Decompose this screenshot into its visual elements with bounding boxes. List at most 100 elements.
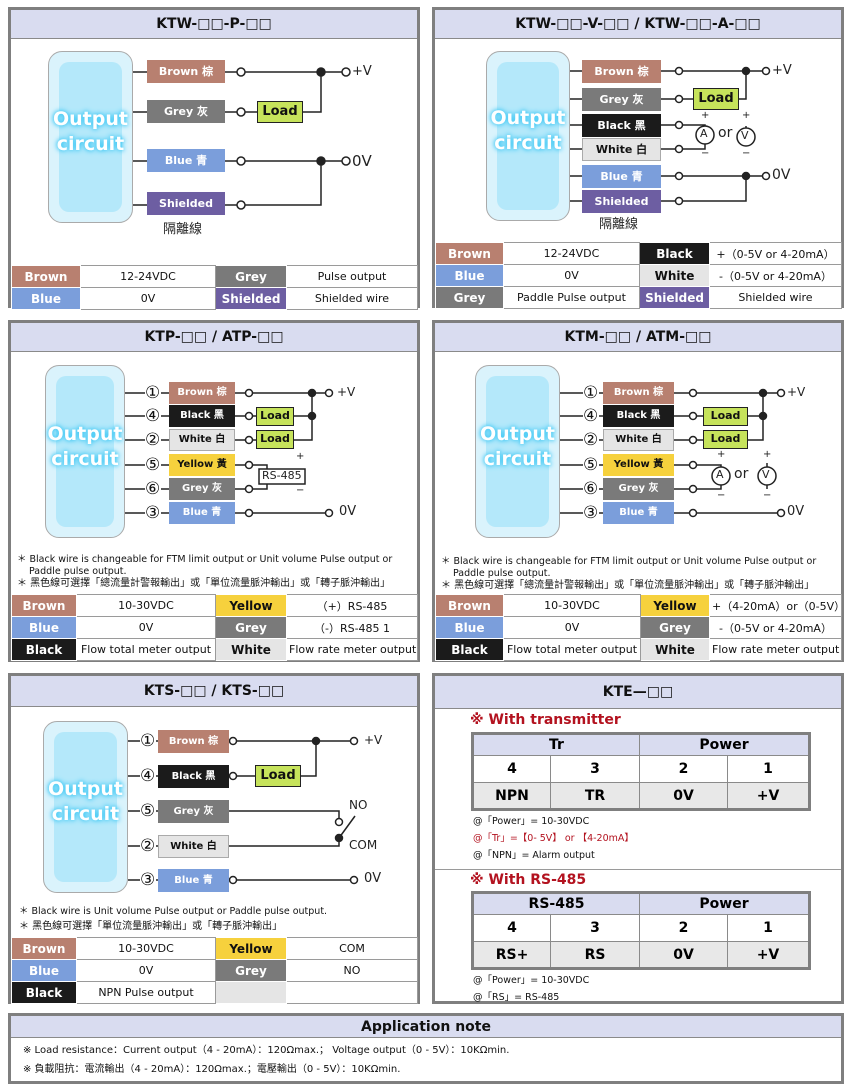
table-cell: 10-30VDC (76, 594, 216, 617)
wiring-lines (133, 67, 351, 210)
load-box: Load (703, 430, 748, 449)
zero-v-label: 0V (787, 504, 805, 519)
pin-cell: 1 (727, 914, 810, 942)
table-cell: Black (11, 981, 77, 1004)
note-line: ＊ 黑色線可選擇「總流量計警報輸出」或「單位流量脈沖輸出」或「轉子脈沖輸出」 (441, 580, 815, 591)
wire-black: Black 黑 (582, 114, 661, 137)
table-cell: 0V (503, 616, 641, 639)
table-cell: Grey (215, 959, 287, 982)
table-cell: （-）RS-485 1 (286, 616, 418, 639)
wire-white: White 白 (603, 429, 674, 451)
table-cell: NPN Pulse output (76, 981, 216, 1004)
pin-number: ③ (140, 870, 156, 890)
table-cell: （+）RS-485 (286, 594, 418, 617)
table-cell: 0V (503, 264, 640, 287)
plus-v-label: +V (772, 63, 792, 78)
divider (435, 869, 841, 870)
note-line: @「NPN」= Alarm output (473, 850, 595, 861)
table-cell: Shielded (639, 286, 710, 309)
pin-cell: 3 (549, 755, 641, 783)
wire-white: White 白 (158, 835, 229, 858)
signal-cell: RS+ (472, 941, 551, 969)
wire-grey: Grey 灰 (147, 100, 225, 123)
table-cell: Grey (215, 265, 287, 288)
table-cell: Black (639, 242, 710, 265)
table-cell: Pulse output (286, 265, 418, 288)
zero-v-label: 0V (352, 152, 372, 170)
com-label: COM (349, 838, 378, 852)
pin-number: ④ (140, 766, 156, 786)
plus-v-label: +V (364, 733, 383, 747)
section-heading: ※ With transmitter (470, 712, 621, 728)
table-cell: NO (286, 959, 418, 982)
panel-title: KTE—□□ (435, 676, 841, 709)
pin-number: ② (140, 836, 156, 856)
table-cell: Flow rate meter output (286, 638, 418, 661)
note-line: ＊ Black wire is changeable for FTM limit… (441, 556, 817, 567)
load-box: Load (256, 407, 294, 426)
group-header: Power (639, 892, 810, 915)
note-line: @「Power」= 10-30VDC (473, 816, 590, 827)
wire-grey: Grey 灰 (582, 88, 661, 111)
plus-sign: + (742, 110, 751, 121)
circuit-label: circuit (56, 133, 125, 155)
pin-number: ④ (145, 406, 161, 426)
note-line: @「RS」= RS-485 (473, 992, 560, 1003)
table-cell: Blue (435, 264, 504, 287)
table-cell: White (640, 638, 710, 661)
shield-cn-label: 隔離線 (163, 222, 203, 237)
table-cell: Brown (435, 594, 504, 617)
circuit-label: Output (480, 422, 555, 445)
table-cell: 10-30VDC (76, 937, 216, 960)
pin-number: ① (140, 731, 156, 751)
table-cell: 12-24VDC (503, 242, 640, 265)
pin-cell: 2 (639, 914, 728, 942)
panel-ktw-va: KTW-□□-V-□□ / KTW-□□-A-□□ A V or + + − −… (432, 7, 844, 309)
minus-sign: − (701, 148, 710, 159)
wire-black: Black 黑 (169, 405, 235, 427)
table-cell (215, 981, 287, 1004)
table-cell: COM (286, 937, 418, 960)
section-heading: ※ With RS-485 (470, 872, 587, 888)
load-box: Load (703, 407, 748, 426)
wiring-lines (570, 66, 771, 206)
wire-blue: Blue 青 (147, 149, 225, 172)
pin-number: ③ (583, 503, 599, 523)
pin-number: ⑤ (583, 455, 599, 475)
plus-sign: + (717, 449, 726, 460)
minus-sign: − (717, 490, 726, 501)
table-cell: Blue (435, 616, 504, 639)
pin-number: ④ (583, 406, 599, 426)
wire-brown: Brown 棕 (147, 60, 225, 83)
circuit-label: circuit (51, 803, 120, 825)
table-cell: White (215, 638, 287, 661)
voltmeter-icon: V (762, 468, 770, 481)
load-box: Load (256, 430, 294, 449)
wire-brown: Brown 棕 (582, 60, 661, 83)
signal-cell: +V (727, 782, 811, 810)
plus-sign: + (701, 110, 710, 121)
table-cell: Blue (11, 959, 77, 982)
wire-grey: Grey 灰 (603, 478, 674, 500)
panel-title: KTM-□□ / ATM-□□ (435, 323, 841, 352)
table-cell: Shielded wire (286, 287, 418, 310)
